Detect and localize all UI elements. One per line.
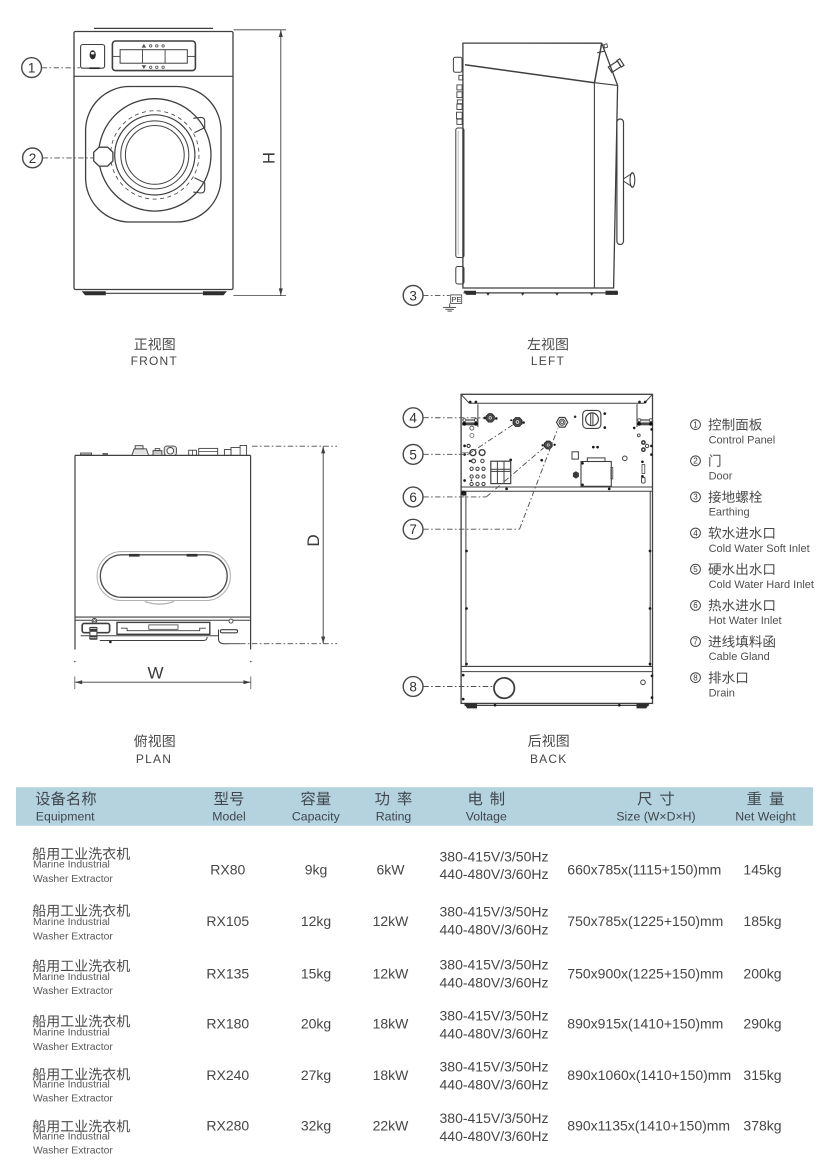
svg-text:380-415V/3/50Hz: 380-415V/3/50Hz xyxy=(440,957,549,973)
svg-text:15kg: 15kg xyxy=(301,965,331,981)
svg-text:145kg: 145kg xyxy=(743,861,781,877)
svg-text:Cold Water Soft Inlet: Cold Water Soft Inlet xyxy=(709,543,810,555)
svg-text:RX135: RX135 xyxy=(206,965,249,981)
svg-text:Cold Water Hard Inlet: Cold Water Hard Inlet xyxy=(709,579,814,591)
svg-text:8: 8 xyxy=(693,673,698,682)
svg-text:FRONT: FRONT xyxy=(131,354,178,368)
svg-text:Capacity: Capacity xyxy=(292,810,341,824)
svg-text:1: 1 xyxy=(28,61,36,76)
svg-text:D: D xyxy=(304,534,323,546)
svg-text:H: H xyxy=(260,152,278,164)
svg-text:5: 5 xyxy=(693,565,698,574)
svg-text:Marine Industrial: Marine Industrial xyxy=(33,917,110,928)
svg-text:RX280: RX280 xyxy=(206,1117,249,1133)
svg-text:4: 4 xyxy=(409,411,417,426)
svg-text:440-480V/3/60Hz: 440-480V/3/60Hz xyxy=(440,975,549,991)
svg-text:Marine Industrial: Marine Industrial xyxy=(33,972,110,983)
svg-text:2: 2 xyxy=(693,457,698,466)
svg-text:18kW: 18kW xyxy=(373,1067,410,1083)
svg-text:8: 8 xyxy=(409,679,417,694)
svg-text:315kg: 315kg xyxy=(743,1067,781,1083)
svg-text:Marine Industrial: Marine Industrial xyxy=(33,860,110,871)
svg-text:378kg: 378kg xyxy=(743,1117,781,1133)
svg-text:440-480V/3/60Hz: 440-480V/3/60Hz xyxy=(440,922,549,938)
svg-text:Cable Gland: Cable Gland xyxy=(709,651,770,663)
svg-text:890x1135x(1410+150)mm: 890x1135x(1410+150)mm xyxy=(567,1117,730,1133)
svg-text:750x900x(1225+150)mm: 750x900x(1225+150)mm xyxy=(567,965,723,981)
svg-text:Door: Door xyxy=(709,470,733,482)
svg-text:Equipment: Equipment xyxy=(36,810,95,824)
svg-text:6: 6 xyxy=(693,601,698,610)
svg-text:12kg: 12kg xyxy=(301,913,331,929)
svg-text:3: 3 xyxy=(409,288,417,303)
svg-text:2: 2 xyxy=(29,151,37,166)
svg-text:750x785x(1225+150)mm: 750x785x(1225+150)mm xyxy=(567,913,723,929)
svg-text:Earthing: Earthing xyxy=(709,507,750,519)
svg-text:890x1060x(1410+150)mm: 890x1060x(1410+150)mm xyxy=(567,1067,731,1083)
svg-text:RX240: RX240 xyxy=(206,1067,249,1083)
svg-text:Washer Extractor: Washer Extractor xyxy=(33,986,113,997)
svg-text:5: 5 xyxy=(409,447,417,462)
svg-text:380-415V/3/50Hz: 380-415V/3/50Hz xyxy=(440,1110,549,1126)
svg-text:4: 4 xyxy=(693,529,698,538)
svg-text:440-480V/3/60Hz: 440-480V/3/60Hz xyxy=(440,1128,549,1144)
svg-text:12kW: 12kW xyxy=(373,965,410,981)
svg-text:440-480V/3/60Hz: 440-480V/3/60Hz xyxy=(440,1025,549,1041)
svg-text:Model: Model xyxy=(212,810,246,824)
svg-text:Rating: Rating xyxy=(376,810,412,824)
svg-text:Size (W×D×H): Size (W×D×H) xyxy=(616,810,695,824)
svg-text:27kg: 27kg xyxy=(301,1067,331,1083)
svg-text:Washer Extractor: Washer Extractor xyxy=(33,1146,113,1157)
svg-text:380-415V/3/50Hz: 380-415V/3/50Hz xyxy=(440,1059,549,1075)
svg-text:3: 3 xyxy=(693,493,698,502)
svg-text:Drain: Drain xyxy=(709,687,735,699)
svg-text:6kW: 6kW xyxy=(377,861,406,877)
svg-text:BACK: BACK xyxy=(530,752,567,766)
svg-text:380-415V/3/50Hz: 380-415V/3/50Hz xyxy=(440,1007,549,1023)
svg-text:Marine Industrial: Marine Industrial xyxy=(33,1079,110,1090)
svg-text:Washer Extractor: Washer Extractor xyxy=(33,932,113,943)
svg-text:185kg: 185kg xyxy=(743,913,781,929)
svg-text:Control Panel: Control Panel xyxy=(709,434,776,446)
svg-text:RX180: RX180 xyxy=(206,1015,249,1031)
svg-text:Washer Extractor: Washer Extractor xyxy=(33,1094,113,1105)
svg-text:200kg: 200kg xyxy=(743,965,781,981)
svg-text:Marine Industrial: Marine Industrial xyxy=(33,1131,110,1142)
svg-text:LEFT: LEFT xyxy=(531,354,565,368)
svg-text:W: W xyxy=(147,664,163,683)
svg-text:RX80: RX80 xyxy=(210,861,245,877)
svg-text:1: 1 xyxy=(693,420,698,429)
svg-text:380-415V/3/50Hz: 380-415V/3/50Hz xyxy=(440,849,549,865)
svg-text:Voltage: Voltage xyxy=(466,810,507,824)
svg-text:660x785x(1115+150)mm: 660x785x(1115+150)mm xyxy=(567,861,721,877)
svg-text:32kg: 32kg xyxy=(301,1117,331,1133)
svg-text:440-480V/3/60Hz: 440-480V/3/60Hz xyxy=(440,1076,549,1092)
svg-text:7: 7 xyxy=(693,637,698,646)
svg-text:Marine Industrial: Marine Industrial xyxy=(33,1027,110,1038)
svg-text:PE: PE xyxy=(451,295,461,304)
svg-text:Net Weight: Net Weight xyxy=(735,810,796,824)
svg-text:22kW: 22kW xyxy=(373,1117,410,1133)
svg-text:RX105: RX105 xyxy=(206,913,249,929)
svg-text:6: 6 xyxy=(409,490,417,505)
svg-text:7: 7 xyxy=(409,522,417,537)
svg-text:Washer Extractor: Washer Extractor xyxy=(33,1042,113,1053)
svg-text:380-415V/3/50Hz: 380-415V/3/50Hz xyxy=(440,904,549,920)
svg-text:20kg: 20kg xyxy=(301,1015,331,1031)
svg-text:290kg: 290kg xyxy=(743,1015,781,1031)
svg-text:440-480V/3/60Hz: 440-480V/3/60Hz xyxy=(440,866,549,882)
svg-text:9kg: 9kg xyxy=(305,861,328,877)
svg-text:PLAN: PLAN xyxy=(136,752,172,766)
svg-text:18kW: 18kW xyxy=(373,1015,410,1031)
svg-text:Hot Water Inlet: Hot Water Inlet xyxy=(709,615,782,627)
svg-text:890x915x(1410+150)mm: 890x915x(1410+150)mm xyxy=(567,1015,723,1031)
svg-text:Washer Extractor: Washer Extractor xyxy=(33,874,113,885)
svg-text:12kW: 12kW xyxy=(373,913,410,929)
